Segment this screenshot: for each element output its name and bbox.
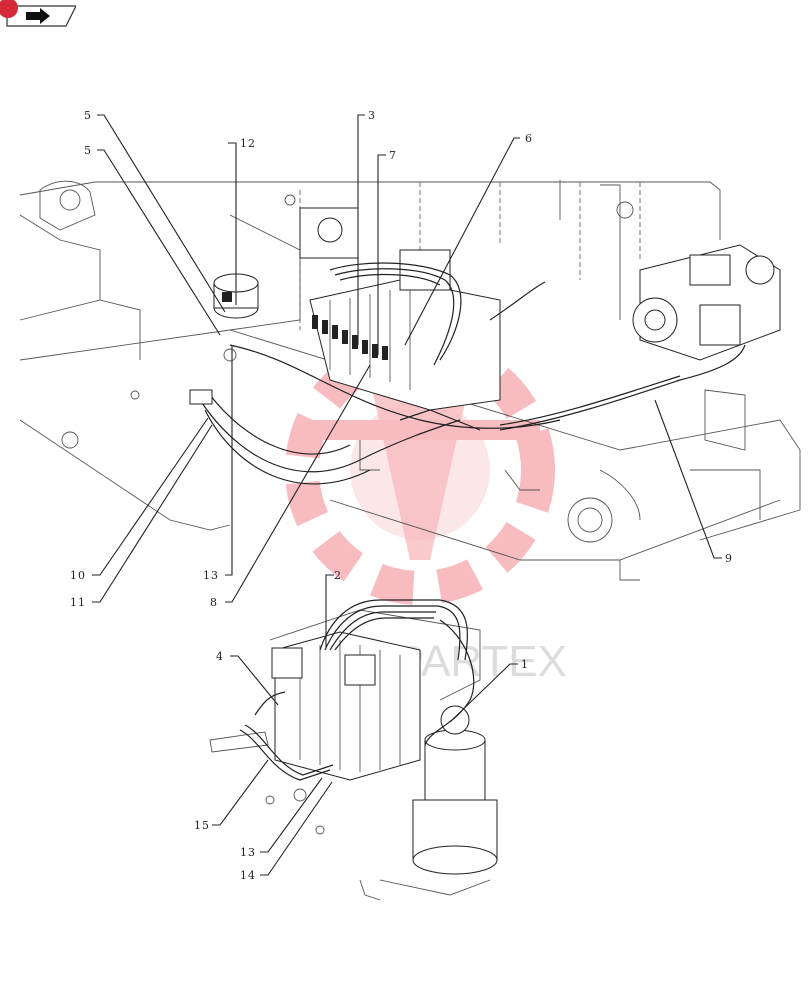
callout-label: 9 [725, 552, 733, 565]
callout-label: 1 [521, 658, 529, 671]
lower-detail-assembly [209, 609, 498, 901]
callout-label: 13 [203, 569, 219, 582]
return-arrow-icon [6, 5, 77, 27]
callout-label: 8 [210, 596, 218, 609]
upper-frame-assembly [19, 180, 801, 581]
callout-label: 13 [240, 846, 256, 859]
watermark-text: PARTEX [395, 637, 567, 686]
hydraulic-pump-part [632, 244, 781, 361]
callout-leaders [92, 114, 722, 876]
notification-badge [0, 0, 18, 18]
callout-label: 6 [525, 132, 533, 145]
hose-bundle-upper [189, 262, 746, 485]
callout-label: 5 [84, 144, 92, 157]
callout-label: 15 [194, 819, 210, 832]
back-button[interactable] [0, 0, 77, 28]
callout-label: 2 [334, 569, 342, 582]
callout-label: 10 [70, 569, 86, 582]
callout-label: 3 [368, 109, 376, 122]
callout-label: 11 [70, 596, 86, 609]
callout-label: 12 [240, 137, 256, 150]
callout-label: 4 [216, 650, 224, 663]
callout-label: 14 [240, 869, 256, 882]
callout-label: 5 [84, 109, 92, 122]
control-valve-upper [299, 207, 501, 411]
hose-bundle-lower [239, 599, 475, 781]
callout-label: 7 [389, 149, 397, 162]
